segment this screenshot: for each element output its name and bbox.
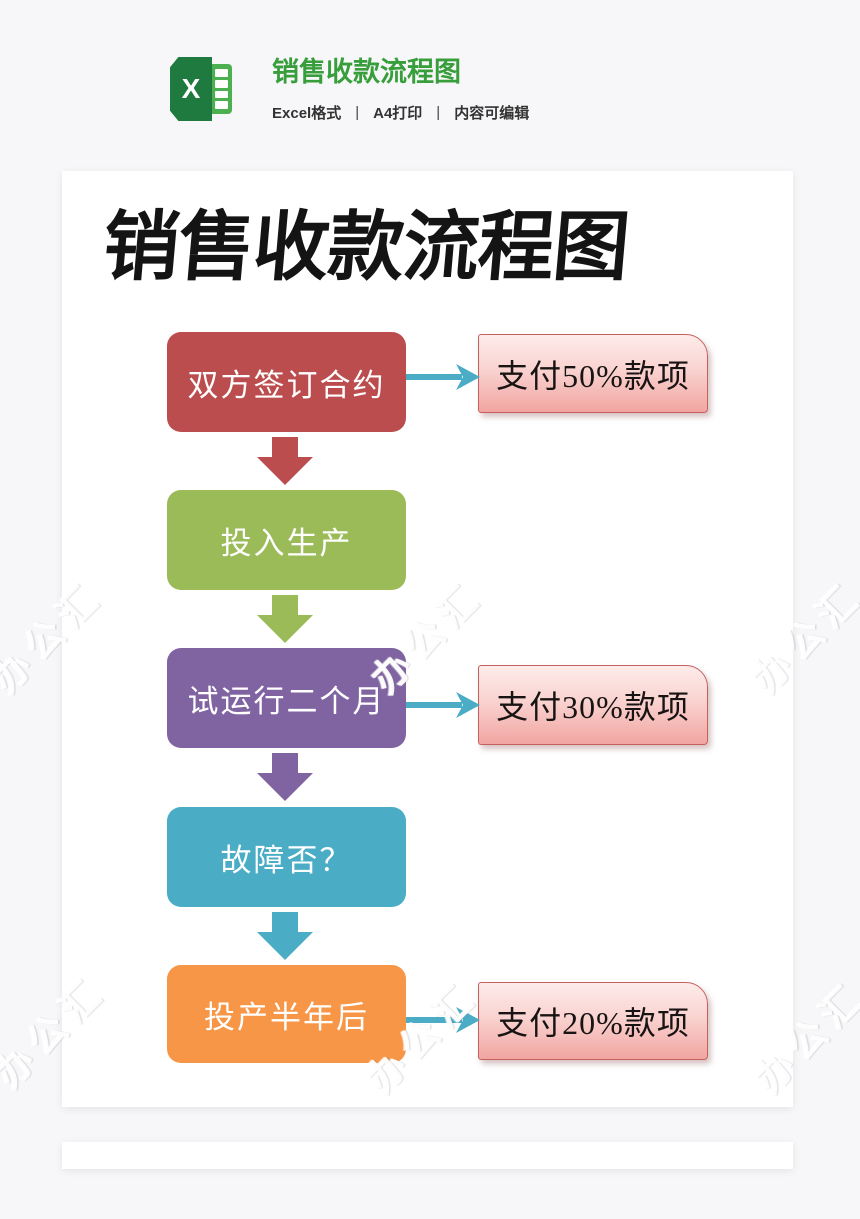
meta-editable: 内容可编辑 [454, 105, 530, 122]
flow-step-label: 投产半年后 [204, 999, 369, 1035]
flow-step-label: 投入生产 [220, 525, 353, 561]
flow-step-sign-contract: 双方签订合约 [167, 332, 406, 432]
right-arrow-icon [406, 364, 480, 390]
flow-step-label: 试运行二个月 [187, 683, 386, 719]
excel-icon: X [168, 57, 232, 121]
payment-label: 支付20%款项 [496, 1005, 690, 1041]
header-text: 销售收款流程图 Excel格式 | A4打印 | 内容可编辑 [272, 57, 529, 123]
page-title: 销售收款流程图 [272, 57, 461, 87]
document-preview-card: 销售收款流程图 双方签订合约 投入生产 试运行二个月 故障否？ 投产半年后 支付… [62, 171, 793, 1107]
meta-print: A4打印 [373, 105, 423, 122]
payment-box-30: 支付30%款项 [478, 665, 708, 745]
meta-separator: | [436, 104, 441, 121]
down-arrow-icon [257, 595, 313, 643]
flow-step-fault-check: 故障否？ [167, 807, 406, 907]
excel-x-glyph: X [170, 57, 212, 121]
meta-format: Excel格式 [272, 105, 342, 122]
site-header: X 销售收款流程图 Excel格式 | A4打印 | 内容可编辑 [0, 0, 860, 150]
right-arrow-icon [406, 1007, 480, 1033]
down-arrow-icon [257, 437, 313, 485]
flow-step-label: 双方签订合约 [187, 367, 386, 403]
flow-step-label: 故障否？ [220, 842, 353, 878]
template-meta: Excel格式 | A4打印 | 内容可编辑 [272, 102, 529, 123]
down-arrow-icon [257, 753, 313, 801]
payment-label: 支付50%款项 [496, 357, 690, 394]
payment-box-50: 支付50%款项 [478, 334, 708, 413]
meta-separator: | [355, 104, 360, 121]
right-arrow-icon [406, 692, 480, 718]
document-title: 销售收款流程图 [99, 205, 633, 290]
down-arrow-icon [257, 912, 313, 960]
flow-step-half-year: 投产半年后 [167, 965, 406, 1063]
payment-label: 支付30%款项 [496, 689, 690, 725]
flow-step-production: 投入生产 [167, 490, 406, 590]
payment-box-20: 支付20%款项 [478, 982, 708, 1060]
next-page-preview-card [62, 1142, 793, 1169]
flow-step-trial-run: 试运行二个月 [167, 648, 406, 748]
